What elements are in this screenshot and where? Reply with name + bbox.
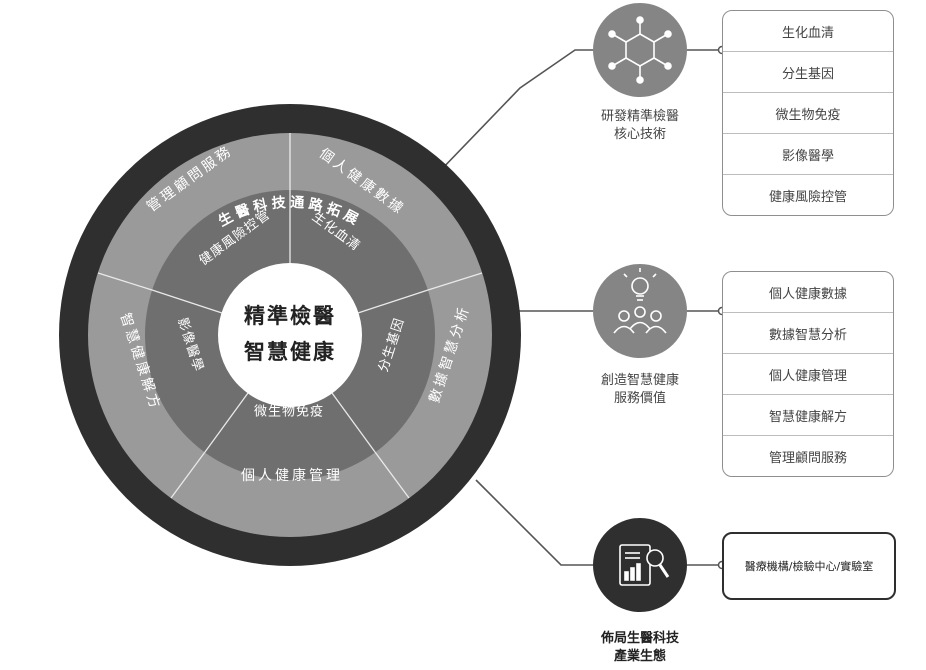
- hub-label-2-line-1: 創造智慧健康: [600, 373, 679, 388]
- connector-line-1: [411, 49, 593, 201]
- hub-label-2-line-2: 服務價值: [613, 391, 666, 406]
- connector-line-3: [475, 479, 593, 566]
- hub-3: [593, 518, 687, 612]
- lightbulb-team-icon: [613, 268, 667, 334]
- hub-label-3: 佈局生醫科技 產業生態: [565, 630, 715, 666]
- wheel: 生醫科技通路拓展 個人健康數據 數據智慧分析 個人健康管理 智慧健康解方 管理顧…: [59, 104, 521, 566]
- hub-2: [593, 264, 687, 358]
- center-title-line-1: 精準檢醫: [244, 304, 336, 328]
- inner-dividers: [151, 190, 429, 453]
- item-box-1-row: 分生基因: [723, 52, 893, 93]
- item-box-2-row: 個人健康數據: [723, 272, 893, 313]
- hub-label-1: 研發精準檢醫 核心技術: [565, 108, 715, 144]
- hub-circle-2: [593, 264, 687, 358]
- item-box-3: 醫療機構/檢驗中心/實驗室: [722, 532, 896, 600]
- molecule-icon: [608, 16, 672, 84]
- item-box-2: 個人健康數據 數據智慧分析 個人健康管理 智慧健康解方 管理顧問服務: [722, 271, 894, 477]
- item-box-1-row: 健康風險控管: [768, 189, 847, 205]
- item-box-1-row: 生化血清: [723, 11, 893, 52]
- hub-label-2: 創造智慧健康 服務價值: [565, 372, 715, 408]
- item-box-2-row: 個人健康管理: [723, 354, 893, 395]
- hub-1: [593, 3, 687, 97]
- center-circle: [218, 263, 362, 407]
- middle-dividers: [97, 133, 483, 499]
- hub-label-3-line-1: 佈局生醫科技: [600, 631, 679, 646]
- hub-circle-1: [593, 3, 687, 97]
- inner-ring-label-3: 微生物免疫: [254, 404, 324, 420]
- item-box-2-row: 數據智慧分析: [723, 313, 893, 354]
- middle-ring-label-3: 個人健康管理: [241, 467, 343, 484]
- item-box-1-row: 微生物免疫: [723, 93, 893, 134]
- item-box-2-row: 管理顧問服務: [768, 450, 847, 466]
- hub-label-1-line-1: 研發精準檢醫: [600, 109, 679, 124]
- item-box-1: 生化血清 分生基因 微生物免疫 影像醫學 健康風險控管: [722, 10, 894, 216]
- item-box-3-row: 醫療機構/檢驗中心/實驗室: [744, 560, 874, 573]
- hub-label-1-line-2: 核心技術: [613, 127, 666, 142]
- document-magnifier-icon: [619, 544, 670, 586]
- item-box-2-row: 智慧健康解方: [723, 395, 893, 436]
- item-box-1-row: 影像醫學: [723, 134, 893, 175]
- hub-label-3-line-2: 產業生態: [613, 649, 666, 664]
- center-title-line-2: 智慧健康: [244, 340, 336, 364]
